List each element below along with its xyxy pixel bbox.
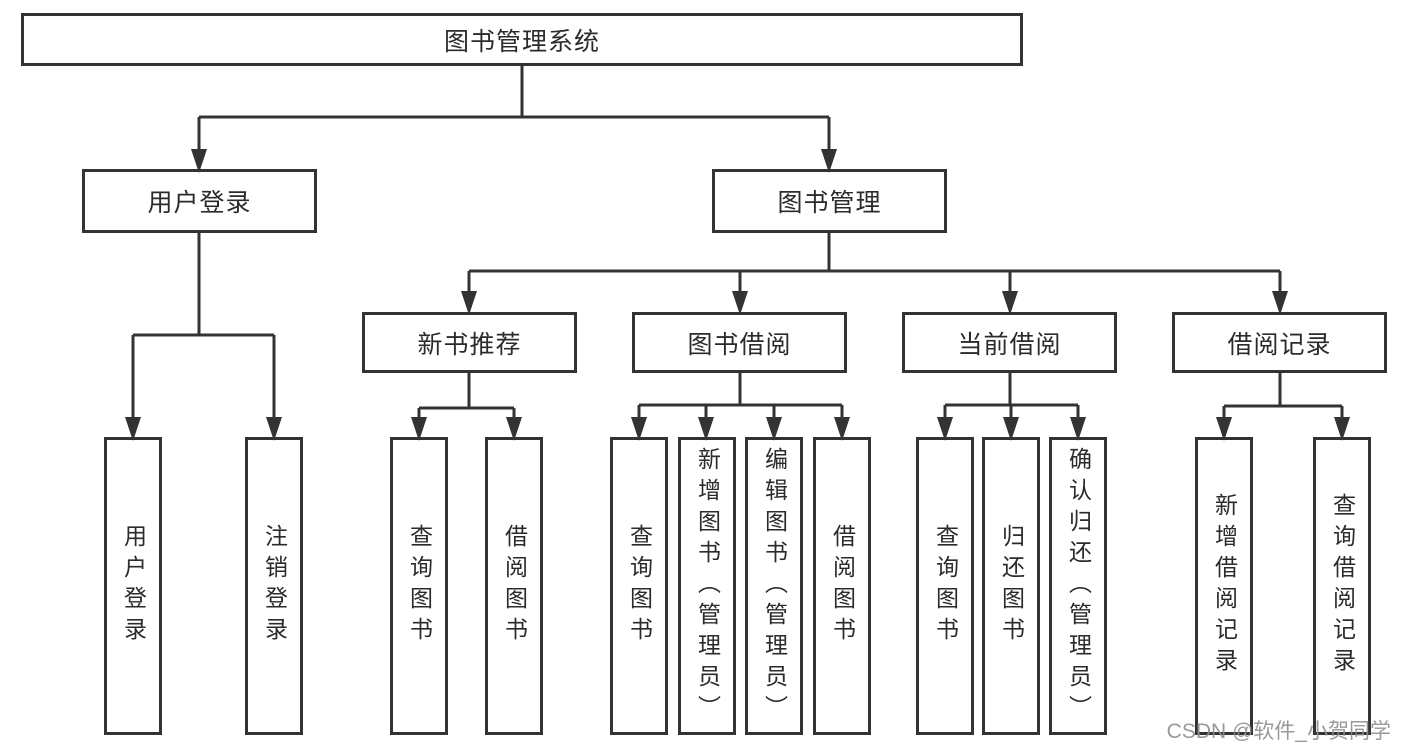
leaf-logout-label: 注销登录 [261,524,288,648]
node-current-borrow-label: 当前借阅 [957,330,1062,359]
leaf-borrow-books-label: 借阅图书 [829,524,856,648]
leaf-confirm-return-admin-label: 确认归还（管理员） [1065,446,1092,726]
leaf-add-books-admin-label: 新增图书（管理员） [694,446,721,726]
node-user-login-label: 用户登录 [147,189,252,217]
node-book-borrow-label: 图书借阅 [687,330,792,359]
leaf-borrow-books: 借阅图书 [813,437,871,735]
node-new-book-recommend-label: 新书推荐 [417,330,522,359]
node-user-login: 用户登录 [82,169,317,233]
leaf-query-books-current-label: 查询图书 [932,524,959,648]
node-new-book-recommend: 新书推荐 [362,312,577,373]
leaf-user-login-label: 用户登录 [120,524,147,648]
leaf-query-books-borrow-label: 查询图书 [626,524,653,648]
leaf-borrow-books-recommend-label: 借阅图书 [501,524,528,648]
leaf-query-borrow-record: 查询借阅记录 [1313,437,1371,735]
node-borrow-records-label: 借阅记录 [1227,330,1332,359]
node-root-label: 图书管理系统 [443,27,600,56]
node-current-borrow: 当前借阅 [902,312,1117,373]
leaf-return-books: 归还图书 [982,437,1040,735]
leaf-user-login: 用户登录 [104,437,162,735]
node-root-system: 图书管理系统 [21,13,1023,66]
leaf-borrow-books-recommend: 借阅图书 [485,437,543,735]
leaf-query-borrow-record-label: 查询借阅记录 [1329,493,1356,679]
node-book-borrow: 图书借阅 [632,312,847,373]
watermark: CSDN @软件_小贺同学 [1166,720,1391,743]
leaf-add-books-admin: 新增图书（管理员） [678,437,736,735]
leaf-query-books-borrow: 查询图书 [610,437,668,735]
node-borrow-records: 借阅记录 [1172,312,1387,373]
leaf-return-books-label: 归还图书 [998,524,1025,648]
leaf-edit-books-admin: 编辑图书（管理员） [745,437,803,735]
leaf-add-borrow-record: 新增借阅记录 [1195,437,1253,735]
leaf-query-books-current: 查询图书 [916,437,974,735]
leaf-add-borrow-record-label: 新增借阅记录 [1211,493,1238,679]
node-book-management-label: 图书管理 [777,189,882,217]
leaf-logout: 注销登录 [245,437,303,735]
leaf-edit-books-admin-label: 编辑图书（管理员） [761,446,788,726]
leaf-query-books-recommend: 查询图书 [390,437,448,735]
leaf-query-books-recommend-label: 查询图书 [406,524,433,648]
node-book-management: 图书管理 [712,169,947,233]
leaf-confirm-return-admin: 确认归还（管理员） [1049,437,1107,735]
